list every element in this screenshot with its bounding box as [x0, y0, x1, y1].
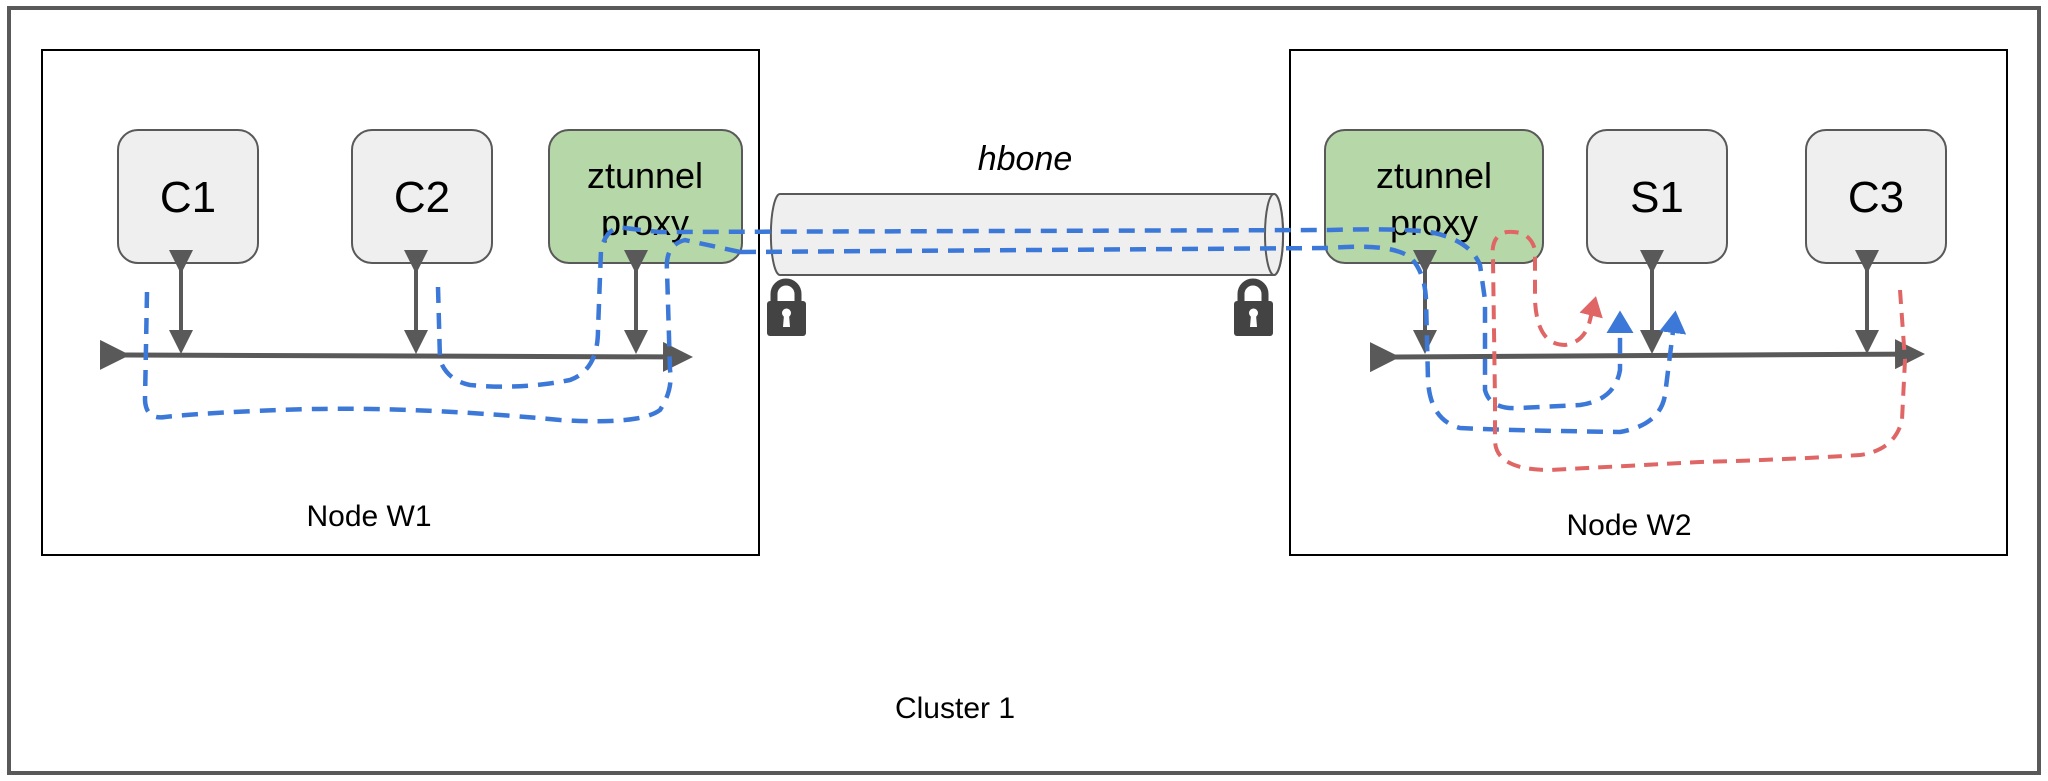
pod-c1[interactable]: C1: [117, 129, 259, 264]
node-w1-label: Node W1: [306, 500, 431, 533]
flow-tunnel-upper: [624, 225, 1634, 411]
ztunnel-w1-label-line1: ztunnel: [587, 155, 703, 196]
hbone-tunnel: [769, 193, 1285, 276]
pod-s1[interactable]: S1: [1586, 129, 1728, 264]
pod-s1-label: S1: [1630, 173, 1684, 222]
flow-c1-to-ztunnel-w1: [142, 237, 741, 424]
pod-c3-label: C3: [1848, 173, 1904, 222]
node-w2-label: Node W2: [1566, 509, 1691, 542]
flow-c2-to-ztunnel-w1: [435, 225, 626, 389]
flow-c3-to-s1: [1490, 229, 1908, 473]
ztunnel-proxy-w1[interactable]: ztunnel proxy: [548, 129, 743, 264]
cluster-label: Cluster 1: [895, 692, 1015, 725]
pod-c1-label: C1: [160, 173, 216, 222]
pod-c3[interactable]: C3: [1805, 129, 1947, 264]
ztunnel-proxy-w2[interactable]: ztunnel proxy: [1324, 129, 1544, 264]
node-w1-box: [41, 49, 760, 556]
pod-c2-label: C2: [394, 173, 450, 222]
node-w2-bus: [1369, 339, 1925, 373]
pod-c2[interactable]: C2: [351, 129, 493, 264]
flow-tunnel-lower: [739, 244, 1687, 435]
ztunnel-w1-label-line2: proxy: [601, 202, 689, 243]
cluster-frame: [7, 6, 2041, 775]
lock-icon: [767, 278, 806, 336]
ztunnel-w2-label-line1: ztunnel: [1376, 155, 1492, 196]
lock-icon: [1234, 278, 1273, 336]
node-w2-box: [1289, 49, 2008, 556]
ztunnel-w2-label-line2: proxy: [1390, 202, 1478, 243]
hbone-label: hbone: [978, 140, 1073, 178]
node-w1-bus: [99, 339, 693, 372]
